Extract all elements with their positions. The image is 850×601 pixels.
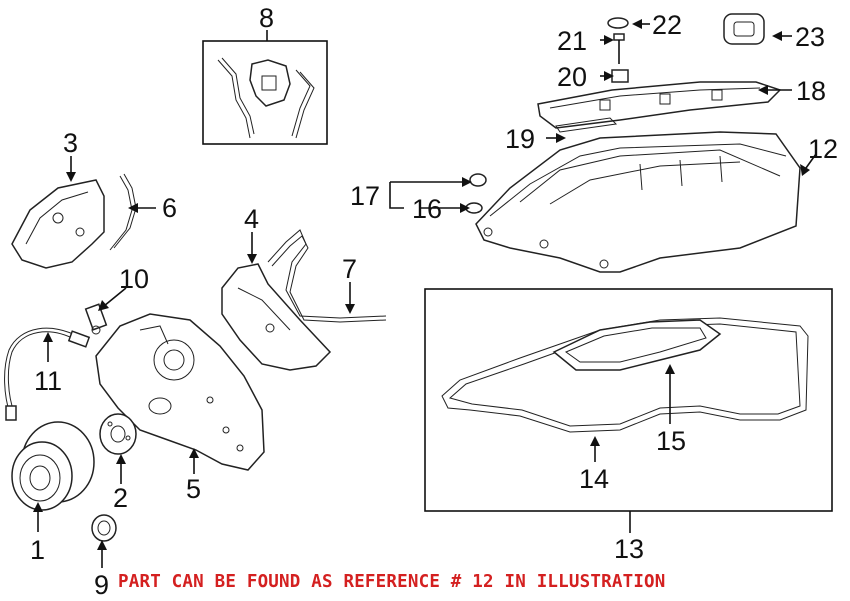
- part-22-washer: [607, 17, 629, 29]
- callout-19: 19: [505, 124, 535, 154]
- part-8-gasket-set: [202, 40, 328, 145]
- part-10-sensor: [84, 303, 108, 335]
- part-18-engine-cover: [537, 81, 782, 129]
- part-21-bolt: [613, 33, 625, 64]
- callout-21: 21: [557, 26, 587, 56]
- callout-12: 12: [808, 134, 838, 164]
- callout-7: 7: [342, 254, 357, 284]
- part-4-cover: [221, 263, 332, 371]
- callout-labels: 1 2 3 4 5 6 7 8 9 10 11 12 13 14 15 16 1…: [30, 3, 838, 600]
- part-19-gasket: [555, 117, 618, 133]
- callout-6: 6: [162, 193, 177, 223]
- callout-2: 2: [113, 483, 128, 513]
- callout-23: 23: [795, 22, 825, 52]
- callout-3: 3: [63, 128, 78, 158]
- part-3-timing-cover: [11, 179, 105, 269]
- part-23-cap: [723, 13, 765, 45]
- callout-11: 11: [34, 366, 62, 396]
- callout-22: 22: [652, 10, 682, 40]
- part-15-gasket: [552, 319, 722, 371]
- callout-16: 16: [412, 194, 442, 224]
- part-11-sensor-lead: [4, 327, 91, 421]
- reference-note: PART CAN BE FOUND AS REFERENCE # 12 IN I…: [118, 572, 666, 592]
- part-5-front-cover: [95, 313, 265, 471]
- callout-20: 20: [557, 62, 587, 92]
- part-20-grommet: [611, 69, 629, 83]
- callout-8: 8: [259, 3, 274, 33]
- part-6-gasket: [109, 173, 137, 251]
- leader-lines: [33, 19, 817, 568]
- part-13-gasket-box: [424, 288, 833, 512]
- callout-15: 15: [656, 426, 686, 456]
- callout-1: 1: [30, 535, 45, 565]
- callout-13: 13: [614, 534, 644, 564]
- callout-9: 9: [94, 570, 109, 600]
- callout-18: 18: [796, 76, 826, 106]
- callout-14: 14: [579, 464, 609, 494]
- part-17-grommet: [469, 173, 487, 187]
- part-7-gasket: [267, 229, 387, 323]
- callout-17: 17: [350, 181, 380, 211]
- part-12-valve-cover: [475, 131, 801, 273]
- callout-10: 10: [119, 264, 149, 294]
- callout-5: 5: [186, 474, 201, 504]
- part-2-pulley: [99, 413, 137, 455]
- part-1-crank-pulley: [11, 421, 95, 511]
- part-9-seal: [91, 514, 117, 542]
- callout-4: 4: [244, 204, 259, 234]
